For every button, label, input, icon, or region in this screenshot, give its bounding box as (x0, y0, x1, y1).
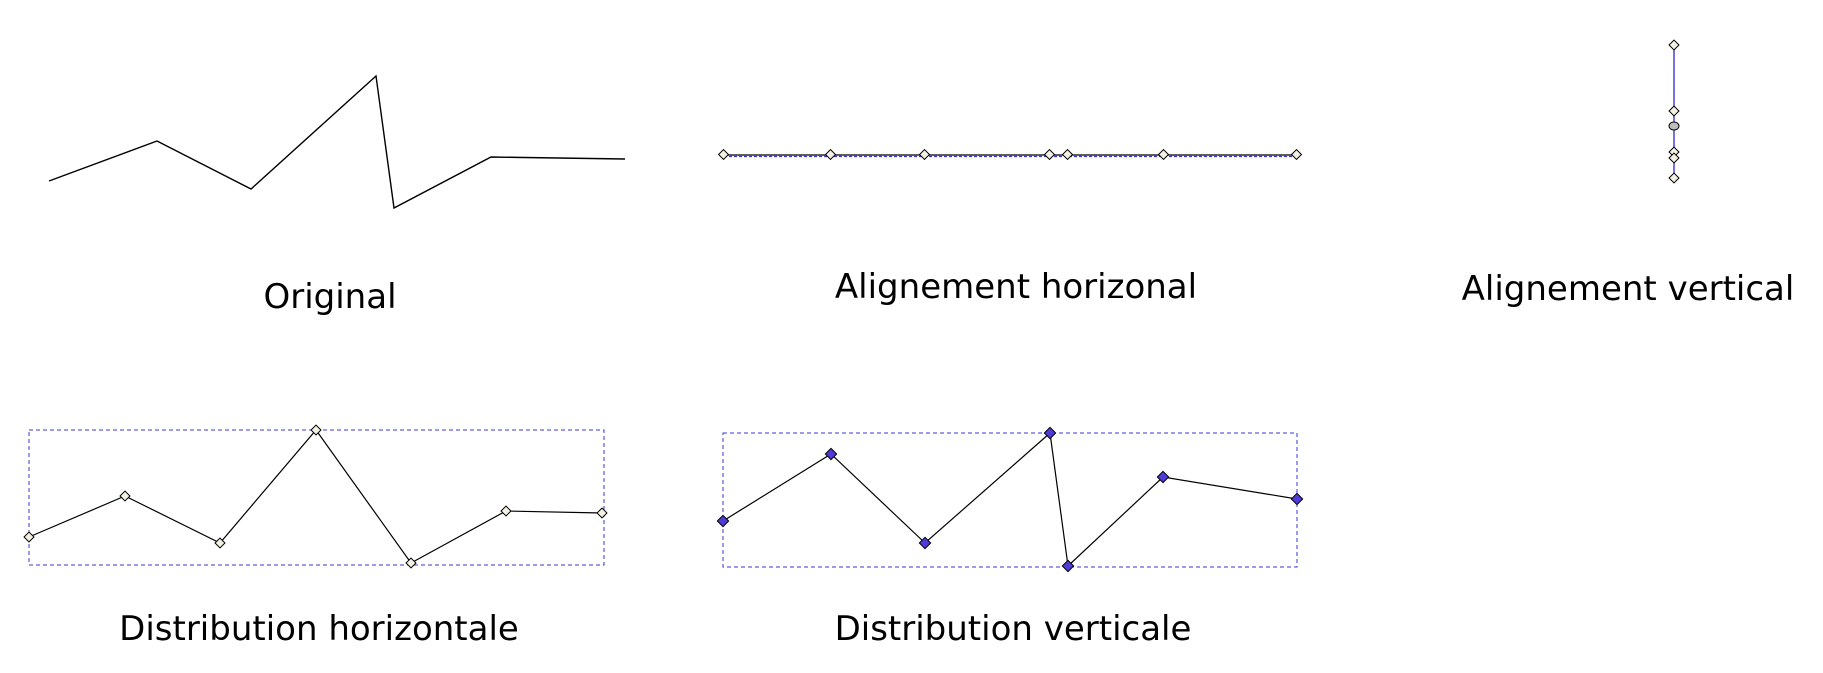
node-handle[interactable] (1290, 148, 1303, 161)
node-handle[interactable] (1061, 559, 1075, 573)
panel-align-horizontal: Alignement horizonal (717, 148, 1303, 307)
node-handle[interactable] (1043, 148, 1056, 161)
caption-align-vertical: Alignement vertical (1462, 269, 1795, 309)
node-handle[interactable] (310, 424, 322, 436)
node-handle[interactable] (1668, 146, 1680, 158)
panel-distribution-horizontal: Distribution horizontale (23, 424, 608, 649)
dist-horizontal-bbox (28, 429, 605, 566)
node-handle[interactable] (1157, 148, 1170, 161)
node-handle[interactable] (716, 514, 730, 528)
caption-dist-horizontal: Distribution horizontale (119, 609, 519, 649)
node-handle[interactable] (1290, 492, 1304, 506)
caption-dist-vertical: Distribution verticale (835, 609, 1192, 649)
dist-vertical-bbox (722, 432, 1298, 568)
node-handle[interactable] (1668, 105, 1680, 117)
node-handle[interactable] (119, 490, 131, 502)
node-handle[interactable] (918, 536, 932, 550)
node-handle[interactable] (23, 531, 35, 543)
panel-original: Original (48, 74, 626, 317)
node-handle[interactable] (1668, 152, 1680, 164)
panel-align-vertical: Alignement vertical (1462, 39, 1795, 309)
node-handle[interactable] (824, 447, 838, 461)
node-handle[interactable] (1668, 172, 1680, 184)
aligned-horizontal-nodes (717, 148, 1303, 161)
dist-horizontal-path (28, 429, 603, 564)
panel-distribution-vertical: Distribution verticale (716, 426, 1304, 649)
caption-align-horizontal: Alignement horizonal (835, 267, 1197, 307)
dist-vertical-path (722, 431, 1298, 568)
dist-horizontal-nodes (23, 424, 608, 569)
node-handle[interactable] (918, 148, 931, 161)
node-handle[interactable] (1668, 39, 1680, 51)
node-handle[interactable] (214, 537, 226, 549)
node-handle[interactable] (1156, 470, 1170, 484)
node-handle[interactable] (500, 505, 512, 517)
node-center[interactable] (1668, 121, 1680, 131)
node-handle[interactable] (405, 557, 417, 569)
original-path (48, 74, 626, 210)
caption-original: Original (263, 277, 396, 317)
node-handle[interactable] (596, 507, 608, 519)
node-handle[interactable] (824, 148, 837, 161)
dist-vertical-nodes (716, 426, 1304, 573)
aligned-vertical-nodes (1668, 39, 1680, 184)
node-handle[interactable] (1043, 426, 1057, 440)
node-handle[interactable] (717, 148, 730, 161)
node-handle[interactable] (1061, 148, 1074, 161)
